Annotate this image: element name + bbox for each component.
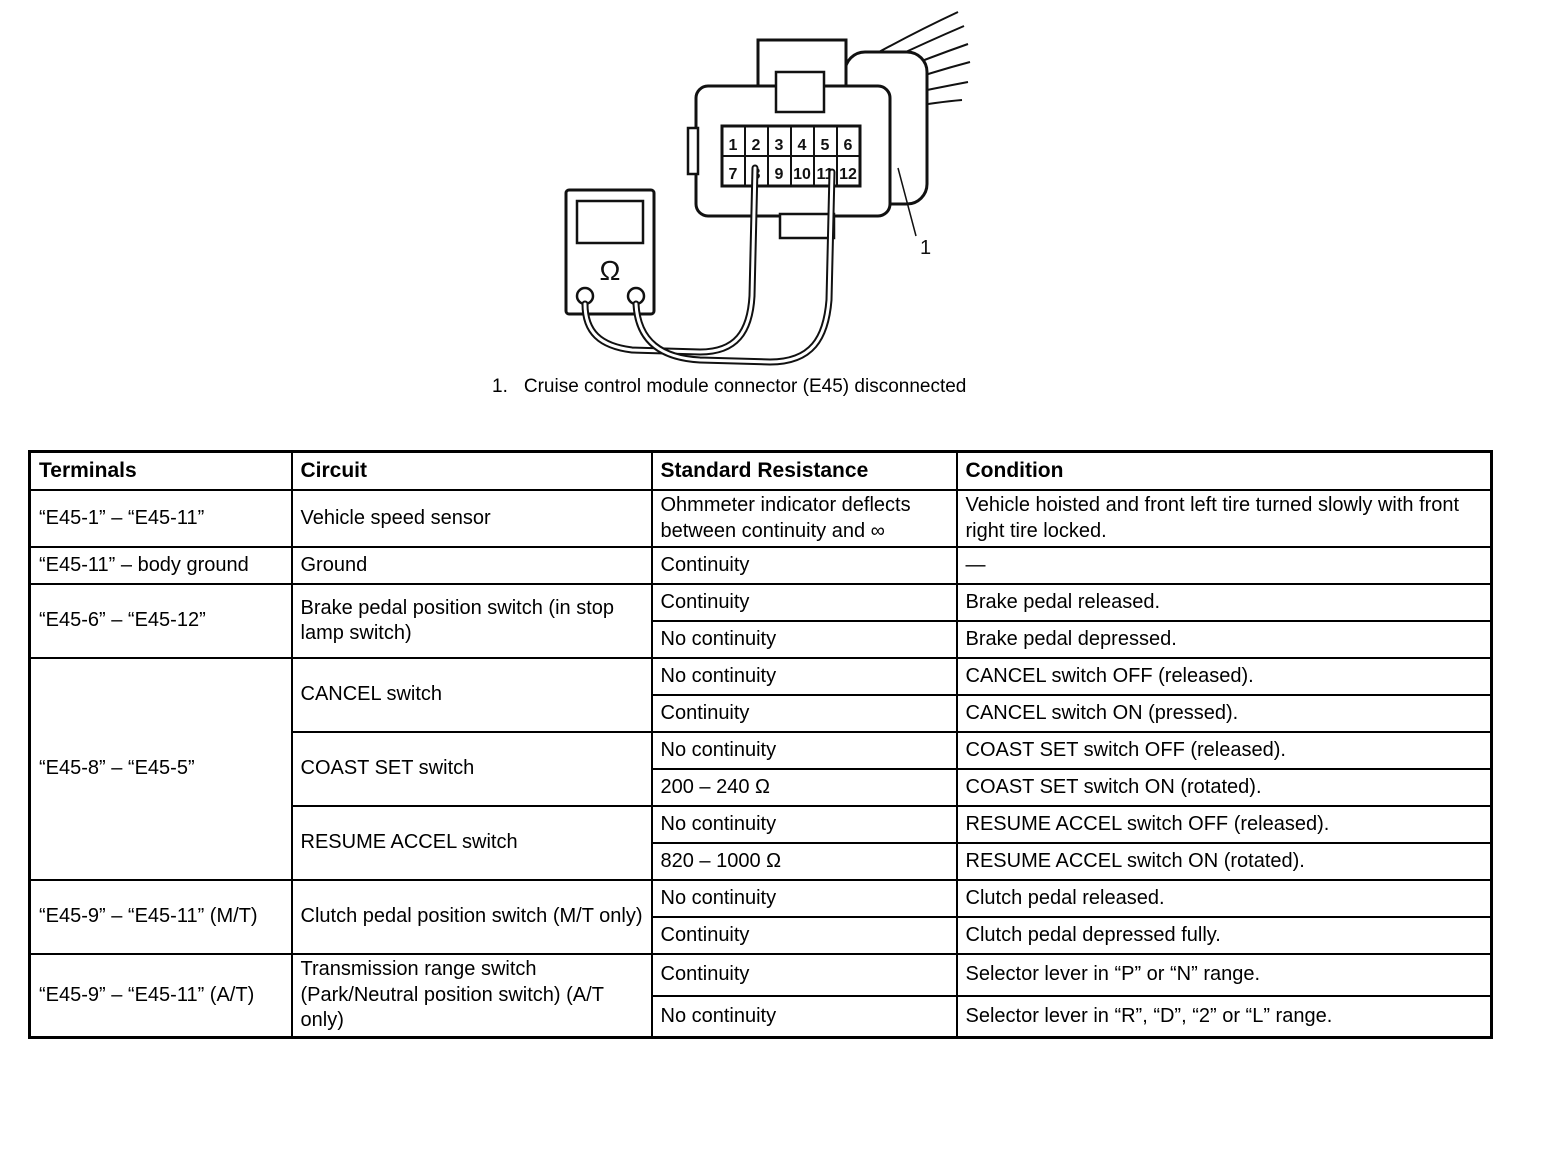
- col-header-condition: Condition: [955, 450, 1493, 491]
- housing-side-notch: [686, 126, 700, 176]
- table-header-row: Terminals Circuit Standard Resistance Co…: [28, 450, 1493, 491]
- circuit-cell: RESUME ACCEL switch: [290, 805, 653, 882]
- resistance-cell: No continuity: [650, 620, 958, 660]
- col-header-terminals: Terminals: [28, 450, 293, 491]
- condition-cell: COAST SET switch OFF (released).: [955, 731, 1493, 771]
- housing-bottom-tab: [778, 212, 836, 240]
- table-row: Continuity CANCEL switch ON (pressed).: [30, 694, 1493, 734]
- table-row: “E45-9” – “E45-11” (A/T) Transmission ra…: [28, 953, 1493, 1039]
- condition-cell: Selector lever in “P” or “N” range.: [955, 953, 1493, 997]
- pin-9: 9: [775, 166, 784, 183]
- col-header-resistance: Standard Resistance: [650, 450, 958, 491]
- table-row: 820 – 1000 Ω RESUME ACCEL switch ON (rot…: [30, 842, 1493, 882]
- pin-block: 1 2 3 4 5 6 7 8 9 10 11 12: [720, 124, 862, 188]
- resistance-cell: Continuity: [650, 916, 958, 956]
- condition-cell: Selector lever in “R”, “D”, “2” or “L” r…: [955, 994, 1493, 1039]
- condition-cell: RESUME ACCEL switch OFF (released).: [955, 805, 1493, 845]
- resistance-cell: Continuity: [650, 583, 958, 623]
- resistance-cell: No continuity: [650, 657, 958, 697]
- circuit-cell: Clutch pedal position switch (M/T only): [290, 879, 653, 956]
- pin-2: 2: [752, 137, 761, 154]
- resistance-cell: No continuity: [650, 994, 958, 1039]
- resistance-cell: No continuity: [650, 805, 958, 845]
- circuit-cell: COAST SET switch: [290, 731, 653, 808]
- caption-text: Cruise control module connector (E45) di…: [523, 376, 967, 397]
- probe-leads: [581, 164, 836, 366]
- table-row: No continuity Brake pedal depressed.: [30, 620, 1493, 660]
- resistance-cell: Ohmmeter indicator deflects between cont…: [650, 488, 958, 549]
- resistance-cell: Continuity: [650, 694, 958, 734]
- condition-cell: Clutch pedal released.: [955, 879, 1493, 919]
- callout-label: 1: [920, 237, 931, 259]
- resistance-cell: Continuity: [650, 953, 958, 997]
- terminals-cell: “E45-1” – “E45-11”: [28, 488, 293, 549]
- table-row: “E45-8” – “E45-5” CANCEL switch No conti…: [28, 657, 1493, 882]
- condition-cell: RESUME ACCEL switch ON (rotated).: [955, 842, 1493, 882]
- condition-cell: COAST SET switch ON (rotated).: [955, 768, 1493, 808]
- spec-table: Terminals Circuit Standard Resistance Co…: [28, 450, 1493, 1039]
- pin-1: 1: [729, 137, 738, 154]
- circuit-cell: Transmission range switch (Park/Neutral …: [290, 953, 653, 1039]
- circuit-cell: Ground: [290, 546, 653, 586]
- resistance-cell: Continuity: [650, 546, 958, 586]
- pin-10: 10: [793, 166, 811, 183]
- connector-diagram: 1 2 3 4 5 6 7 8 9 10 11 12 Ω: [564, 11, 971, 366]
- terminals-cell: “E45-6” – “E45-12”: [28, 583, 293, 660]
- circuit-cell: Brake pedal position switch (in stop lam…: [290, 583, 653, 660]
- table-row: “E45-11” – body ground Ground Continuity…: [28, 546, 1493, 586]
- condition-cell: Vehicle hoisted and front left tire turn…: [955, 488, 1493, 549]
- table-row: COAST SET switch No continuity COAST SET…: [30, 731, 1493, 808]
- resistance-cell: 820 – 1000 Ω: [650, 842, 958, 882]
- figure-caption: 1. Cruise control module connector (E45)…: [492, 376, 1568, 398]
- circuit-cell: Vehicle speed sensor: [290, 488, 653, 549]
- ohmmeter: Ω: [564, 188, 656, 316]
- pin-12: 12: [839, 166, 857, 183]
- condition-cell: —: [955, 546, 1493, 586]
- table-row: “E45-9” – “E45-11” (M/T) Clutch pedal po…: [28, 879, 1493, 956]
- table-row: No continuity Selector lever in “R”, “D”…: [30, 994, 1493, 1039]
- table-row: “E45-6” – “E45-12” Brake pedal position …: [28, 583, 1493, 660]
- resistance-cell: No continuity: [650, 879, 958, 919]
- terminals-cell: “E45-9” – “E45-11” (A/T): [28, 953, 293, 1039]
- table-row: 200 – 240 Ω COAST SET switch ON (rotated…: [30, 768, 1493, 808]
- condition-cell: CANCEL switch ON (pressed).: [955, 694, 1493, 734]
- terminals-cell: “E45-8” – “E45-5”: [28, 657, 293, 882]
- pin-7: 7: [729, 166, 738, 183]
- latch-inner-tab: [774, 70, 826, 114]
- ohm-symbol: Ω: [600, 255, 621, 286]
- pin-6: 6: [844, 137, 853, 154]
- condition-cell: Brake pedal released.: [955, 583, 1493, 623]
- ohmmeter-display: [575, 199, 645, 245]
- caption-number: 1.: [492, 376, 508, 397]
- pin-4: 4: [798, 137, 807, 154]
- table-row: RESUME ACCEL switch No continuity RESUME…: [30, 805, 1493, 882]
- resistance-cell: No continuity: [650, 731, 958, 771]
- condition-cell: Clutch pedal depressed fully.: [955, 916, 1493, 956]
- terminals-cell: “E45-11” – body ground: [28, 546, 293, 586]
- terminals-cell: “E45-9” – “E45-11” (M/T): [28, 879, 293, 956]
- circuit-cell: CANCEL switch: [290, 657, 653, 734]
- col-header-circuit: Circuit: [290, 450, 653, 491]
- callout-1: 1: [897, 167, 931, 259]
- condition-cell: CANCEL switch OFF (released).: [955, 657, 1493, 697]
- pin-3: 3: [775, 137, 784, 154]
- table-row: Continuity Clutch pedal depressed fully.: [30, 916, 1493, 956]
- condition-cell: Brake pedal depressed.: [955, 620, 1493, 660]
- table-row: “E45-1” – “E45-11” Vehicle speed sensor …: [28, 488, 1493, 549]
- connector-figure: 1 2 3 4 5 6 7 8 9 10 11 12 Ω: [0, 0, 1568, 368]
- resistance-cell: 200 – 240 Ω: [650, 768, 958, 808]
- pin-5: 5: [821, 137, 830, 154]
